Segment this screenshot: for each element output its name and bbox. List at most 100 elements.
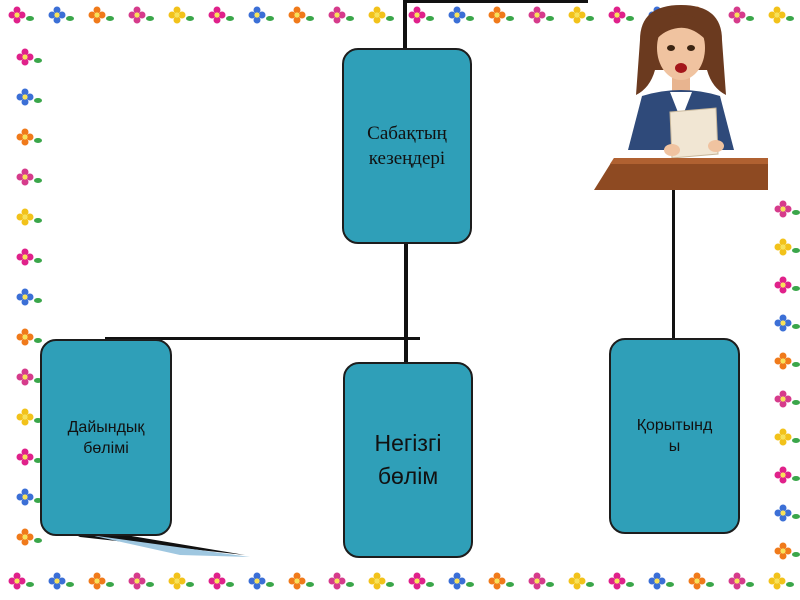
flower-icon	[168, 572, 186, 590]
leaf-icon	[786, 16, 794, 21]
leaf-icon	[786, 582, 794, 587]
flower-icon	[208, 572, 226, 590]
flower-icon	[328, 572, 346, 590]
leaf-icon	[346, 16, 354, 21]
leaf-icon	[146, 16, 154, 21]
flower-icon	[248, 572, 266, 590]
flower-icon	[408, 6, 426, 24]
leaf-icon	[746, 16, 754, 21]
connector-root-down	[404, 240, 408, 363]
flower-icon	[16, 48, 34, 66]
leaf-icon	[746, 582, 754, 587]
leaf-icon	[66, 582, 74, 587]
leaf-icon	[266, 16, 274, 21]
connector-teacher-final	[672, 190, 675, 340]
leaf-icon	[34, 178, 42, 183]
flower-icon	[16, 368, 34, 386]
flower-icon	[16, 328, 34, 346]
leaf-icon	[792, 476, 800, 481]
leaf-icon	[586, 582, 594, 587]
leaf-icon	[546, 582, 554, 587]
flower-icon	[608, 572, 626, 590]
leaf-icon	[306, 582, 314, 587]
connector-horizontal	[105, 337, 420, 340]
leaf-icon	[426, 582, 434, 587]
leaf-icon	[34, 498, 42, 503]
leaf-icon	[34, 298, 42, 303]
flower-icon	[16, 528, 34, 546]
leaf-icon	[792, 438, 800, 443]
flower-icon	[488, 572, 506, 590]
flower-icon	[16, 408, 34, 426]
leaf-icon	[306, 16, 314, 21]
leaf-icon	[586, 16, 594, 21]
flower-icon	[768, 6, 786, 24]
leaf-icon	[34, 258, 42, 263]
flower-icon	[488, 6, 506, 24]
leaf-icon	[626, 16, 634, 21]
flower-icon	[48, 6, 66, 24]
leaf-icon	[26, 582, 34, 587]
flower-icon	[774, 428, 792, 446]
flower-icon	[528, 6, 546, 24]
flower-icon	[774, 238, 792, 256]
root-node: Сабақтың кезеңдері	[342, 48, 472, 244]
leaf-icon	[426, 16, 434, 21]
leaf-icon	[626, 582, 634, 587]
flower-icon	[688, 572, 706, 590]
flower-icon	[88, 572, 106, 590]
leaf-icon	[34, 418, 42, 423]
leaf-icon	[226, 16, 234, 21]
flower-icon	[288, 572, 306, 590]
flower-icon	[16, 248, 34, 266]
connector-root-top	[403, 0, 407, 48]
leaf-icon	[386, 582, 394, 587]
leaf-icon	[466, 582, 474, 587]
flower-icon	[368, 572, 386, 590]
flower-icon	[16, 288, 34, 306]
leaf-icon	[34, 58, 42, 63]
flower-icon	[48, 572, 66, 590]
flower-icon	[774, 314, 792, 332]
flower-icon	[16, 88, 34, 106]
leaf-icon	[106, 582, 114, 587]
flower-icon	[128, 572, 146, 590]
leaf-icon	[34, 378, 42, 383]
leaf-icon	[66, 16, 74, 21]
flower-icon	[16, 128, 34, 146]
leaf-icon	[26, 16, 34, 21]
flower-icon	[128, 6, 146, 24]
flower-icon	[16, 448, 34, 466]
flower-icon	[774, 466, 792, 484]
flower-icon	[448, 572, 466, 590]
leaf-icon	[34, 338, 42, 343]
flower-icon	[774, 542, 792, 560]
leaf-icon	[186, 16, 194, 21]
flower-icon	[774, 200, 792, 218]
leaf-icon	[792, 400, 800, 405]
leaf-icon	[792, 286, 800, 291]
leaf-icon	[506, 16, 514, 21]
leaf-icon	[666, 582, 674, 587]
flower-icon	[16, 168, 34, 186]
flower-icon	[528, 572, 546, 590]
flower-icon	[774, 390, 792, 408]
leaf-icon	[346, 582, 354, 587]
flower-icon	[208, 6, 226, 24]
flower-icon	[568, 572, 586, 590]
leaf-icon	[792, 362, 800, 367]
leaf-icon	[226, 582, 234, 587]
flower-icon	[774, 276, 792, 294]
root-node-label: Сабақтың кезеңдері	[367, 123, 447, 169]
flower-icon	[248, 6, 266, 24]
leaf-icon	[106, 16, 114, 21]
flower-icon	[608, 6, 626, 24]
leaf-icon	[506, 582, 514, 587]
flower-icon	[88, 6, 106, 24]
node-prep-label: Дайындық бөлімі	[67, 418, 145, 457]
leaf-icon	[706, 582, 714, 587]
flower-icon	[328, 6, 346, 24]
flower-icon	[408, 572, 426, 590]
node-final: Қорытынд ы	[609, 338, 740, 534]
leaf-icon	[792, 514, 800, 519]
